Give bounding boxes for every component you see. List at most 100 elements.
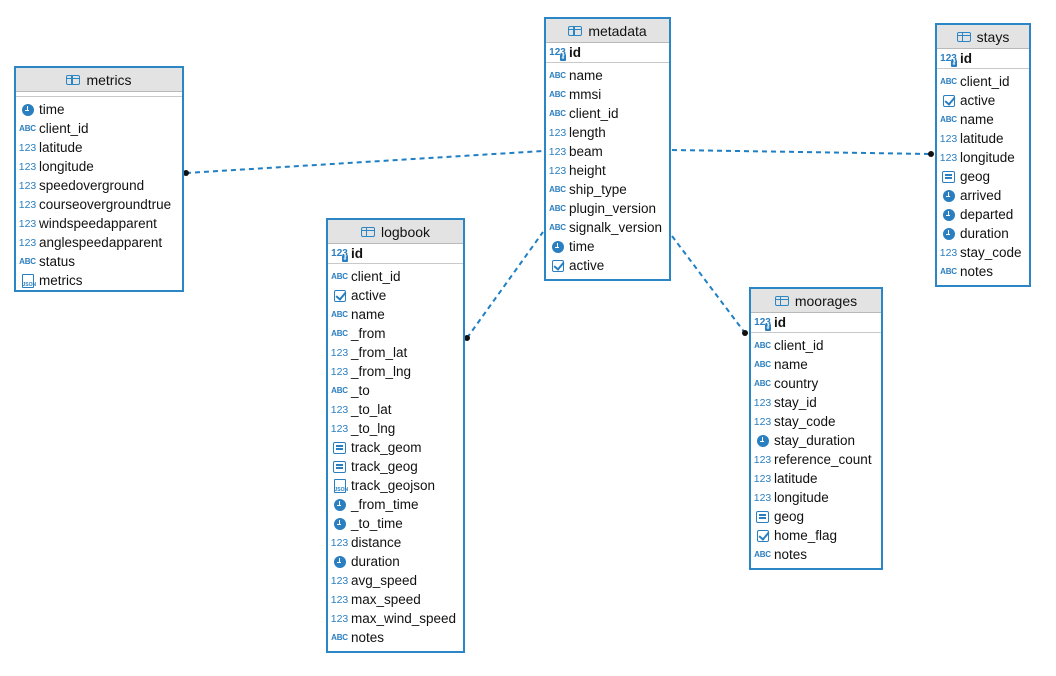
column-name: avg_speed: [351, 573, 418, 588]
clock-icon: [549, 240, 566, 254]
column-row[interactable]: duration: [328, 552, 463, 571]
column-name: signalk_version: [569, 220, 663, 235]
column-row[interactable]: 123⚷id: [546, 43, 669, 62]
column-row[interactable]: 123_to_lat: [328, 400, 463, 419]
column-row[interactable]: active: [937, 91, 1029, 110]
column-name: ship_type: [569, 182, 627, 197]
column-name: id: [960, 51, 972, 66]
column-name: stay_id: [774, 395, 817, 410]
column-row[interactable]: 123_from_lat: [328, 343, 463, 362]
column-row[interactable]: time: [546, 237, 669, 256]
column-name: duration: [351, 554, 400, 569]
column-row[interactable]: duration: [937, 224, 1029, 243]
column-row[interactable]: geog: [937, 167, 1029, 186]
text-type-icon: ABC: [940, 115, 957, 124]
number-type-icon: 123: [753, 453, 772, 466]
text-type-icon: ABC: [754, 550, 771, 559]
column-row[interactable]: active: [546, 256, 669, 275]
column-name: metrics: [39, 273, 83, 288]
column-row[interactable]: _from_time: [328, 495, 463, 514]
column-name: active: [569, 258, 605, 273]
column-row[interactable]: departed: [937, 205, 1029, 224]
text-type-icon: ABC: [549, 185, 566, 194]
column-row[interactable]: 123_from_lng: [328, 362, 463, 381]
text-type-icon: ABC: [940, 77, 957, 86]
column-row[interactable]: geog: [751, 507, 881, 526]
column-row[interactable]: 123⚷id: [937, 49, 1029, 68]
table-header[interactable]: metrics: [16, 68, 182, 92]
table-header[interactable]: logbook: [328, 220, 463, 244]
text-type-icon: ABC: [331, 310, 348, 319]
column-row[interactable]: track_geog: [328, 457, 463, 476]
table-header[interactable]: metadata: [546, 19, 669, 43]
table-title: metadata: [588, 22, 647, 39]
column-row[interactable]: track_geom: [328, 438, 463, 457]
column-row[interactable]: 123⚷id: [328, 244, 463, 263]
column-row[interactable]: active: [328, 286, 463, 305]
number-type-icon: 123: [753, 491, 772, 504]
column-row[interactable]: arrived: [937, 186, 1029, 205]
column-row[interactable]: 123⚷id: [751, 313, 881, 332]
column-row[interactable]: ABC_to: [328, 381, 463, 400]
table-header[interactable]: stays: [937, 25, 1029, 49]
number-type-icon: 123: [330, 346, 349, 359]
column-name: latitude: [774, 471, 818, 486]
table-header[interactable]: moorages: [751, 289, 881, 313]
column-row[interactable]: ABC_from: [328, 324, 463, 343]
column-row[interactable]: _to_time: [328, 514, 463, 533]
column-row[interactable]: home_flag: [751, 526, 881, 545]
column-name: name: [569, 68, 603, 83]
number-type-icon: 123: [939, 246, 958, 259]
column-row[interactable]: time: [16, 100, 182, 119]
column-row[interactable]: stay_duration: [751, 431, 881, 450]
column-row[interactable]: 123_to_lng: [328, 419, 463, 438]
